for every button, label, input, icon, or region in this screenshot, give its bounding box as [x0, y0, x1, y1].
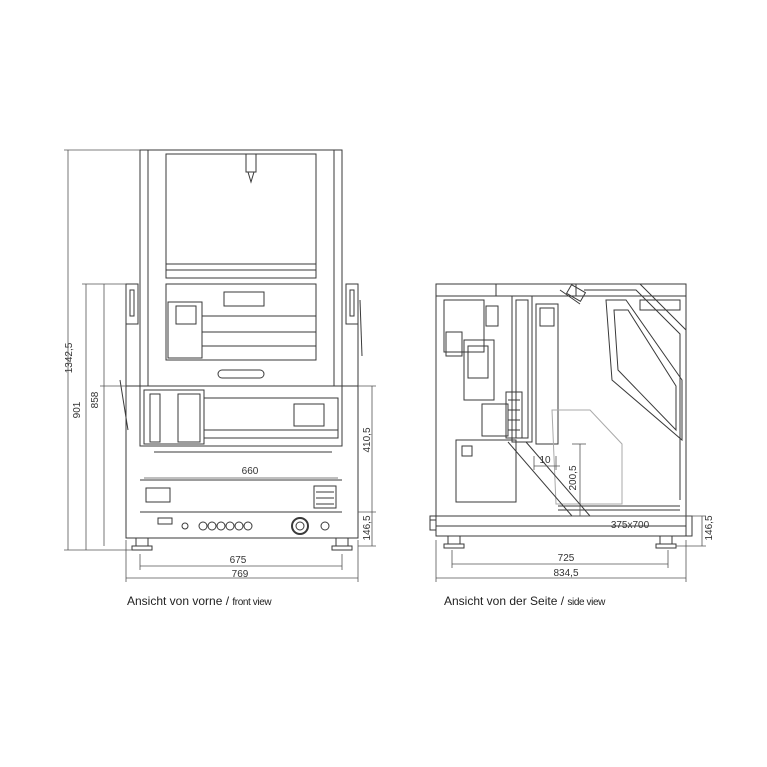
dim-side-tray: 375x700 — [611, 520, 650, 531]
dim-front-height-146: 146,5 — [362, 515, 373, 540]
front-view-drawing — [64, 149, 376, 582]
front-view-caption: Ansicht von vorne / front view — [127, 594, 272, 608]
dim-side-10: 10 — [539, 455, 551, 466]
front-view-caption-de: Ansicht von vorne — [127, 594, 223, 608]
front-view-caption-sep: / — [222, 594, 233, 608]
dim-front-height-858: 858 — [90, 391, 101, 408]
side-view-caption-en: side view — [567, 597, 605, 608]
dim-front-height-410: 410,5 — [362, 427, 373, 452]
dim-front-width-660: 660 — [242, 466, 259, 477]
dim-front-width-675: 675 — [230, 555, 247, 566]
dim-front-total-height: 1342,5 — [64, 342, 75, 373]
side-view-caption-sep: / — [557, 594, 568, 608]
side-view-caption-de: Ansicht von der Seite — [444, 594, 558, 608]
side-view-drawing — [429, 283, 706, 582]
dim-front-width-769: 769 — [232, 569, 249, 580]
dim-side-200: 200,5 — [568, 465, 579, 490]
front-view-caption-en: front view — [232, 597, 272, 608]
dim-side-width-834: 834,5 — [553, 568, 578, 579]
dim-front-height-901: 901 — [72, 401, 83, 418]
side-view-caption: Ansicht von der Seite / side view — [444, 594, 605, 608]
dim-side-height-146: 146,5 — [704, 515, 715, 540]
dim-side-width-725: 725 — [558, 553, 575, 564]
